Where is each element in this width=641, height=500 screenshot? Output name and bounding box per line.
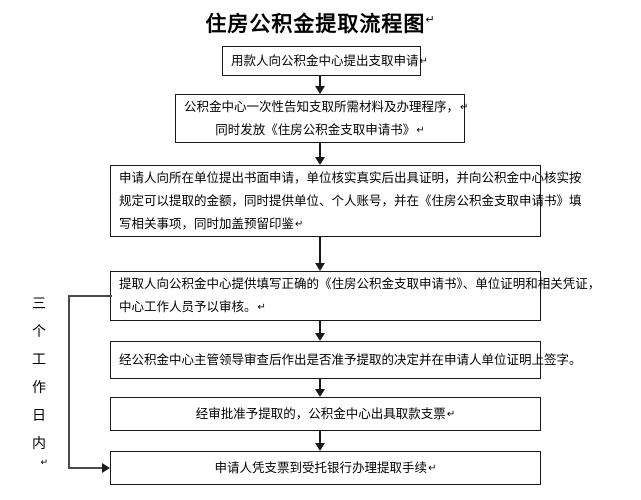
node-1-line-1: 用款人向公积金中心提出支取申请↵ [231,52,428,68]
vlabel-char-2: 个 [32,324,46,340]
step-apply-to-fund-center[interactable]: 用款人向公积金中心提出支取申请↵ [222,46,428,76]
bracket-bottom-segment [68,467,104,469]
step-issue-withdrawal-cheque[interactable]: 经审批准予提取的，公积金中心出具取款支票↵ [110,397,541,431]
bracket-top-segment [68,295,112,297]
node-4-line-1: 提取人向公积金中心提供填写正确的《住房公积金支取申请书》、单位证明和相关凭证， [119,276,601,291]
node-3-line-3: 写相关事项，同时加盖预留印鉴↵ [119,215,304,231]
step-submit-documents-for-review[interactable]: 提取人向公积金中心提供填写正确的《住房公积金支取申请书》、单位证明和相关凭证， … [110,271,601,321]
page-title: 住房公积金提取流程图↵ [0,8,641,38]
node-3-line-2: 规定可以提取的金额，同时提供单位、个人账号，并在《住房公积金支取申请书》填 [119,192,582,208]
three-working-days-label: 三 个 工 作 日 内 ↵ [28,290,50,468]
step-written-application-to-employer[interactable]: 申请人向所在单位提出书面申请，单位核实真实后出具证明，并向公积金中心核实按 规定… [110,165,582,237]
vlabel-char-1: 三 [32,296,46,312]
node-2-line-2: 同时发放《住房公积金支取申请书》↵ [215,121,425,137]
vlabel-mark: ↵ [40,458,48,468]
step-withdraw-at-entrusted-bank[interactable]: 申请人凭支票到受托银行办理提取手续↵ [110,451,541,485]
node-7-line-1: 申请人凭支票到受托银行办理提取手续↵ [214,459,437,475]
page-title-mark: ↵ [425,13,436,26]
vlabel-char-4: 作 [32,380,46,396]
node-3-line-1: 申请人向所在单位提出书面申请，单位核实真实后出具证明，并向公积金中心核实按 [119,169,582,185]
node-2-line-1: 公积金中心一次性告知支取所需材料及办理程序，↵ [184,98,469,114]
bracket-vertical-segment [68,295,70,468]
step-center-informs-materials[interactable]: 公积金中心一次性告知支取所需材料及办理程序，↵ 同时发放《住房公积金支取申请书》… [175,94,469,143]
vlabel-char-5: 日 [32,408,46,424]
page-title-text: 住房公积金提取流程图 [205,12,426,36]
bracket-arrowhead [102,463,110,473]
node-5-line-1: 经公积金中心主管领导审查后作出是否准予提取的决定并在申请人单位证明上签字。 [119,351,582,367]
vlabel-char-3: 工 [32,352,46,368]
vlabel-char-6: 内 [32,436,46,452]
node-6-line-1: 经审批准予提取的，公积金中心出具取款支票↵ [195,405,456,421]
step-leadership-decision-and-signature[interactable]: 经公积金中心主管领导审查后作出是否准予提取的决定并在申请人单位证明上签字。 [110,341,582,379]
node-4-line-2: 中心工作人员予以审核。↵ [119,299,266,314]
